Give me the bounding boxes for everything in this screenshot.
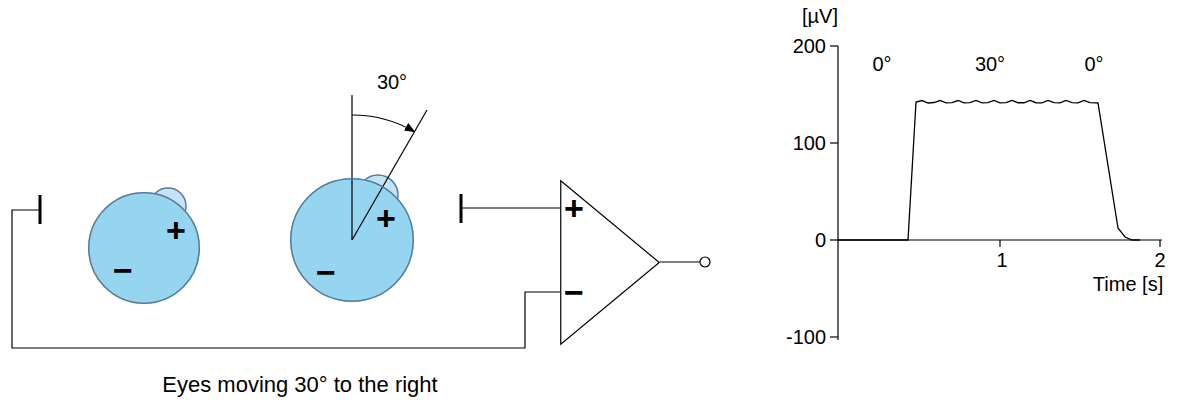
axis-title: Time [s] bbox=[1093, 274, 1163, 294]
tick-label: 100 bbox=[793, 133, 826, 153]
y-axis bbox=[837, 46, 838, 340]
tick-label: 200 bbox=[793, 36, 826, 56]
reference-line bbox=[351, 95, 352, 240]
tick-label: 1 bbox=[996, 250, 1007, 270]
tick-label: 2 bbox=[1154, 250, 1165, 270]
wire bbox=[12, 210, 560, 348]
angle-label: 30° bbox=[377, 72, 407, 92]
plus-sign: + bbox=[376, 201, 396, 235]
plus-sign: + bbox=[564, 191, 584, 225]
tick bbox=[830, 142, 838, 143]
gaze-line bbox=[352, 110, 427, 240]
output-wire bbox=[660, 261, 700, 262]
tick bbox=[1159, 240, 1160, 247]
signal-trace bbox=[838, 101, 1140, 241]
eyeball-outline bbox=[290, 178, 414, 302]
axis-unit: [µV] bbox=[802, 6, 838, 26]
tick bbox=[830, 239, 838, 240]
plus-sign: + bbox=[166, 213, 186, 247]
angle-label: 30° bbox=[975, 54, 1005, 74]
angle-arc bbox=[352, 115, 415, 132]
eyeball: +− bbox=[88, 192, 200, 304]
tick bbox=[830, 336, 838, 337]
minus-sign: − bbox=[316, 255, 336, 289]
tick-label: -100 bbox=[786, 327, 826, 347]
tick bbox=[999, 240, 1000, 247]
eyeball-outline bbox=[88, 192, 200, 304]
minus-sign: − bbox=[564, 275, 584, 309]
angle-label: 0° bbox=[872, 54, 891, 74]
eyeball-fill bbox=[88, 192, 200, 304]
amplifier-symbol: +− bbox=[560, 180, 660, 345]
angle-label: 0° bbox=[1084, 54, 1103, 74]
caption-text: Eyes moving 30° to the right bbox=[162, 374, 437, 396]
tick bbox=[830, 45, 838, 46]
wire bbox=[461, 207, 560, 208]
minus-sign: − bbox=[113, 253, 133, 287]
eyeball: +− bbox=[290, 178, 414, 302]
output-terminal bbox=[700, 257, 710, 267]
tick-label: 0 bbox=[815, 230, 826, 250]
